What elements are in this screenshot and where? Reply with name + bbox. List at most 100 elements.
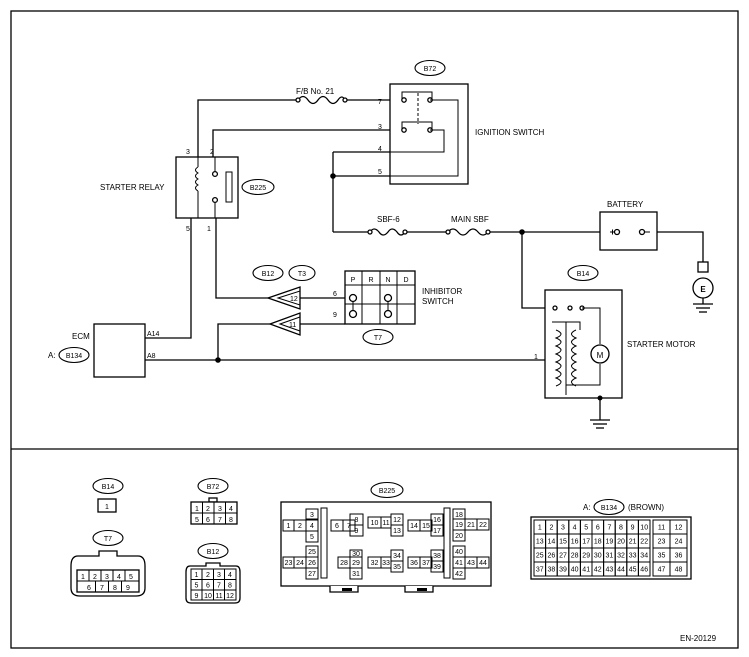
svg-text:E: E [700,285,706,294]
svg-text:2: 2 [298,523,302,530]
svg-text:7: 7 [378,99,382,106]
svg-text:5: 5 [186,226,190,233]
svg-text:2: 2 [210,149,214,156]
svg-text:6: 6 [335,523,339,530]
tag-b134: B134 [58,346,90,364]
svg-text:4: 4 [117,574,121,581]
connector-b72: B72 1 2 3 4 5 6 7 8 [190,477,238,525]
b134-pin-label: 15 [559,539,567,546]
svg-text:23: 23 [285,560,293,567]
svg-text:T7: T7 [374,335,382,342]
svg-text:32: 32 [371,560,379,567]
svg-text:30: 30 [352,551,360,558]
inhibitor-label-1: INHIBITOR [422,287,463,296]
b134-pin-label: 34 [640,553,648,560]
svg-text:B12: B12 [262,271,275,278]
b134-pin-label: 9 [631,525,635,532]
svg-text:8: 8 [113,585,117,592]
fuse-fb21: F/B No. 21 [295,87,348,105]
battery: BATTERY [599,200,658,251]
svg-text:41: 41 [455,560,463,567]
b134-pin-label: 25 [536,553,544,560]
b134-pin-label: 2 [549,525,553,532]
b134-pin-label: 44 [617,567,625,574]
svg-text:29: 29 [352,560,360,567]
ignition-switch: 7 3 4 5 IGNITION SWITCH [378,83,545,185]
svg-text:15: 15 [422,523,430,530]
b134-pin-label: 7 [607,525,611,532]
svg-text:7: 7 [347,523,351,530]
svg-text:5: 5 [195,517,199,524]
svg-text:8: 8 [355,517,359,524]
svg-text:13: 13 [393,528,401,535]
ignition-switch-label: IGNITION SWITCH [475,128,545,137]
svg-text:19: 19 [455,522,463,529]
b134-pin-label: 8 [619,525,623,532]
svg-text:22: 22 [479,522,487,529]
t7-row1: 1 2 3 4 5 [81,570,133,581]
fuse-main-sbf: MAIN SBF [445,215,491,236]
svg-text:25: 25 [308,549,316,556]
b134-pin-label: 38 [548,567,556,574]
svg-text:39: 39 [433,564,441,571]
b134-pin-label: 20 [617,539,625,546]
svg-text:18: 18 [455,512,463,519]
svg-text:B14: B14 [102,484,115,491]
inhibitor-label-2: SWITCH [422,297,454,306]
svg-text:5: 5 [310,534,314,541]
svg-text:9: 9 [355,528,359,535]
svg-text:16: 16 [433,517,441,524]
svg-text:36: 36 [410,560,418,567]
svg-text:27: 27 [308,571,316,578]
svg-text:7: 7 [217,583,221,590]
b134-pin-label: 6 [596,525,600,532]
svg-text:33: 33 [382,560,390,567]
b134-pin-label: 23 [658,539,666,546]
svg-text:1: 1 [105,504,109,511]
svg-text:P: P [351,277,356,284]
b134-pin-label: 17 [582,539,590,546]
b134-pin-label: 30 [594,553,602,560]
svg-text:A14: A14 [147,331,160,338]
b134-pin-label: 39 [559,567,567,574]
connector-b12: B12 1 2 3 4 5 6 7 8 9 10 11 12 [185,542,241,604]
svg-text:6: 6 [206,583,210,590]
svg-text:3: 3 [186,149,190,156]
svg-text:D: D [403,277,408,284]
svg-text:(BROWN): (BROWN) [628,503,664,512]
b134-pin-label: 11 [658,525,665,532]
b134-pin-label: 36 [675,553,683,560]
b134-pin-label: 42 [594,567,602,574]
svg-text:34: 34 [393,553,401,560]
svg-text:4: 4 [228,572,232,579]
svg-text:9: 9 [195,593,199,600]
svg-text:9: 9 [126,585,130,592]
svg-text:4: 4 [378,146,382,153]
b134-pin-label: 29 [582,553,590,560]
svg-text:4: 4 [310,523,314,530]
svg-text:1: 1 [287,523,291,530]
starter-relay: 3 2 5 1 STARTER RELAY [100,149,239,233]
svg-text:5: 5 [129,574,133,581]
svg-text:4: 4 [229,506,233,513]
svg-text:11: 11 [382,520,389,527]
svg-text:B134: B134 [601,505,617,512]
tag-b72: B72 [414,59,446,77]
b134-pin-label: 14 [548,539,556,546]
b134-pin-label: 24 [675,539,683,546]
b134-pin-label: 3 [561,525,565,532]
svg-text:6: 6 [206,517,210,524]
b134-pin-label: 32 [617,553,625,560]
b134-pin-label: 31 [606,553,614,560]
diagram-frame [10,10,739,649]
svg-text:2: 2 [93,574,97,581]
svg-text:35: 35 [393,564,401,571]
svg-text:11: 11 [215,593,222,600]
b134-pin-label: 16 [571,539,579,546]
b134-pin-label: 46 [640,567,648,574]
svg-text:B225: B225 [250,185,266,192]
b134-pin-label: 10 [640,525,648,532]
starter-motor-label: STARTER MOTOR [627,340,696,349]
